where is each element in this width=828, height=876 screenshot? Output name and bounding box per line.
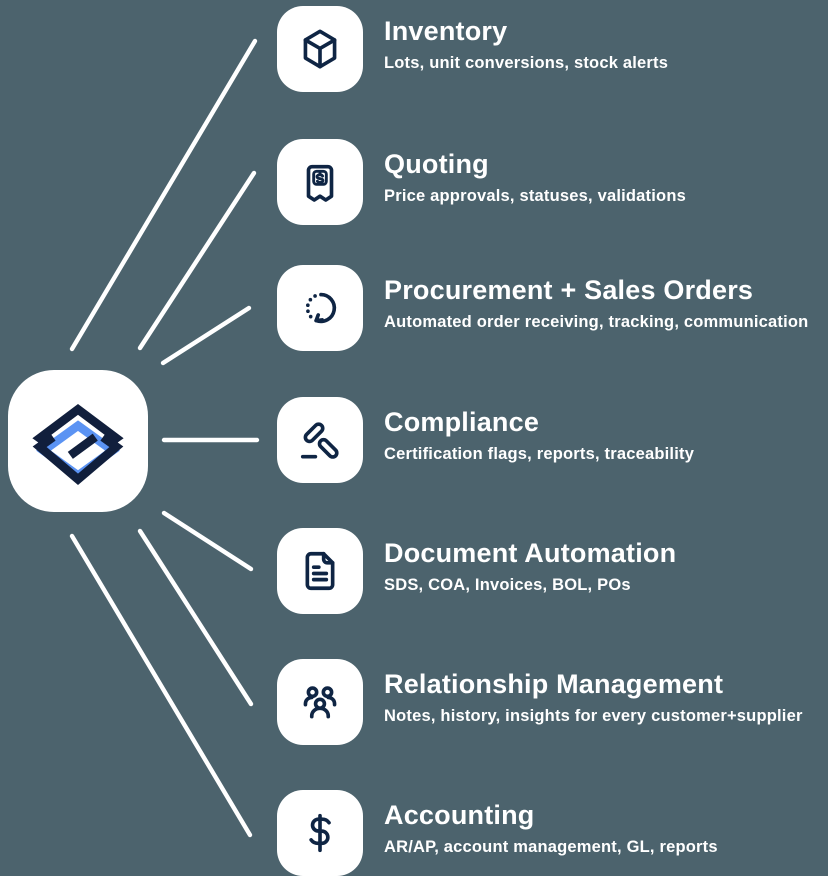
accounting-icon-tile [277, 790, 363, 876]
feature-text: Document Automation SDS, COA, Invoices, … [384, 536, 676, 597]
document-icon [305, 551, 335, 591]
feature-title: Quoting [384, 148, 489, 179]
feature-text: Procurement + Sales Orders Automated ord… [384, 273, 808, 334]
receipt-dollar-icon [306, 164, 334, 202]
feature-subtitle: Price approvals, statuses, validations [384, 186, 686, 205]
feature-text: Quoting Price approvals, statuses, valid… [384, 147, 686, 208]
feature-text: Relationship Management Notes, history, … [384, 667, 803, 728]
feature-title: Document Automation [384, 537, 677, 568]
feature-row-relationships: Relationship Management Notes, history, … [277, 659, 803, 745]
inventory-icon-tile [277, 6, 363, 92]
procurement-icon-tile [277, 265, 363, 351]
feature-title: Procurement + Sales Orders [384, 274, 754, 305]
quoting-icon-tile [277, 139, 363, 225]
feature-text: Compliance Certification flags, reports,… [384, 405, 694, 466]
connector-line-procurement [160, 305, 252, 366]
feature-title: Inventory [384, 15, 508, 46]
hub-tile [8, 370, 148, 512]
feature-subtitle: AR/AP, account management, GL, reports [384, 837, 718, 856]
feature-text: Accounting AR/AP, account management, GL… [384, 798, 718, 859]
connector-line-documents [161, 510, 254, 572]
feature-subtitle: Notes, history, insights for every custo… [384, 706, 803, 725]
feature-title: Relationship Management [384, 668, 724, 699]
connector-line-quoting [137, 170, 257, 351]
feature-text: Inventory Lots, unit conversions, stock … [384, 14, 668, 75]
feature-row-inventory: Inventory Lots, unit conversions, stock … [277, 6, 668, 92]
feature-row-procurement: Procurement + Sales Orders Automated ord… [277, 265, 808, 351]
documents-icon-tile [277, 528, 363, 614]
feature-subtitle: Certification flags, reports, traceabili… [384, 444, 695, 463]
feature-row-accounting: Accounting AR/AP, account management, GL… [277, 790, 718, 876]
feature-subtitle: SDS, COA, Invoices, BOL, POs [384, 575, 631, 594]
dollar-icon [309, 813, 331, 853]
feature-row-documents: Document Automation SDS, COA, Invoices, … [277, 528, 676, 614]
feature-row-quoting: Quoting Price approvals, statuses, valid… [277, 139, 686, 225]
rotate-arrow-icon [306, 292, 337, 324]
gavel-icon [300, 422, 339, 459]
feature-title: Compliance [384, 406, 540, 437]
relationships-icon-tile [277, 659, 363, 745]
users-icon [303, 686, 337, 719]
feature-subtitle: Automated order receiving, tracking, com… [384, 312, 809, 331]
connector-line-accounting [69, 533, 253, 838]
feature-row-compliance: Compliance Certification flags, reports,… [277, 397, 694, 483]
company-logo [32, 403, 124, 485]
connector-line-inventory [69, 38, 258, 352]
cube-icon [303, 29, 337, 69]
compliance-icon-tile [277, 397, 363, 483]
connector-line-relationships [137, 528, 254, 707]
feature-title: Accounting [384, 799, 535, 830]
feature-subtitle: Lots, unit conversions, stock alerts [384, 53, 669, 72]
